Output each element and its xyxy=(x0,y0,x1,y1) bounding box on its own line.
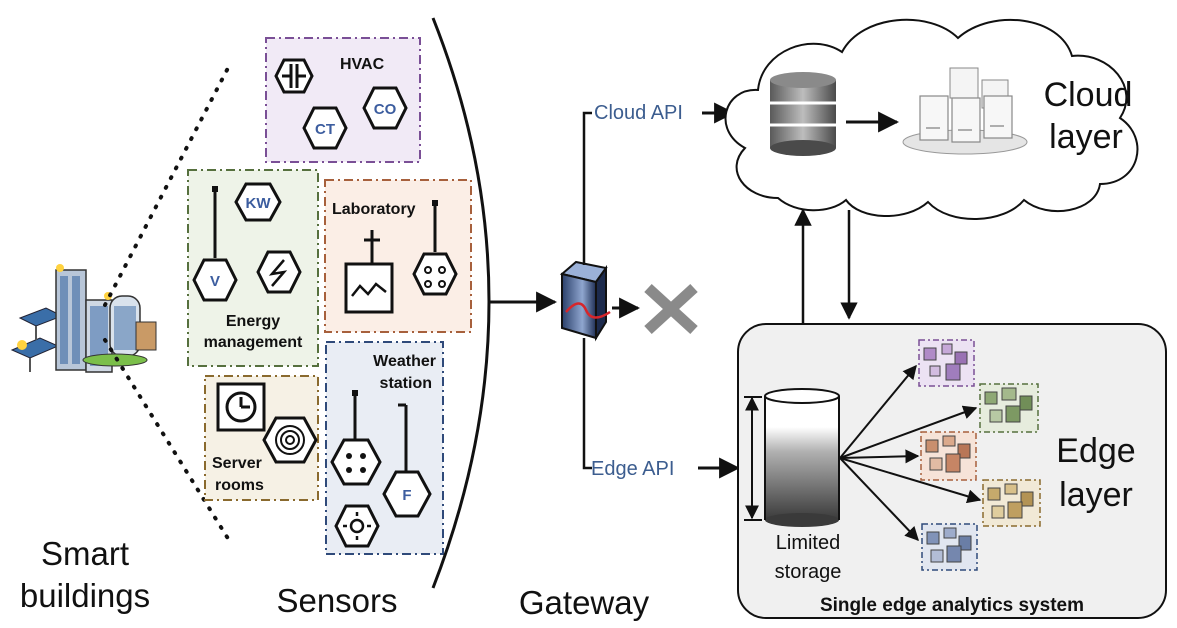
kw-sensor-label: KW xyxy=(246,195,272,212)
weather-title-2: station xyxy=(380,375,432,392)
weather-title-1: Weather xyxy=(373,353,436,370)
sensor-boundary-arc xyxy=(431,17,491,589)
server-title-2: rooms xyxy=(215,477,264,494)
analytics-arrow-4 xyxy=(839,457,982,504)
cloud-api-label: Cloud API xyxy=(594,102,683,124)
cloud-layer-label-2: layer xyxy=(1049,118,1123,156)
analytics-module-hvac xyxy=(918,339,975,387)
analytics-arrow-5 xyxy=(839,457,919,542)
energy-title-2: management xyxy=(204,334,303,351)
laboratory-title: Laboratory xyxy=(332,201,416,218)
v-sensor-label: V xyxy=(210,273,220,290)
fan-line-top xyxy=(103,66,230,307)
edge-layer-label-1: Edge xyxy=(1056,432,1135,470)
cloud-api-line xyxy=(582,111,592,265)
f-sensor-icon xyxy=(382,470,432,518)
f-sensor-label: F xyxy=(402,487,411,504)
database-icon xyxy=(770,72,836,156)
energy-title-1: Energy xyxy=(226,313,280,330)
energy-group: KW V Energy management xyxy=(187,169,319,367)
edge-system-label: Single edge analytics system xyxy=(820,595,1084,616)
smart-buildings-label-1: Smart xyxy=(41,535,129,572)
sensors-label: Sensors xyxy=(276,582,397,619)
limited-storage-label-1: Limited xyxy=(776,532,840,554)
co-sensor-icon xyxy=(362,86,408,130)
lab-liquid-sensor-icon xyxy=(412,252,458,296)
analytics-module-server xyxy=(982,479,1041,527)
valve-sensor-icon xyxy=(274,58,314,94)
analytics-arrow-3 xyxy=(839,449,920,464)
server-cluster-icon xyxy=(902,67,1028,155)
server-rooms-group: Server rooms xyxy=(204,375,319,501)
gateway-label: Gateway xyxy=(519,584,650,621)
analytics-arrow-2 xyxy=(839,405,978,459)
cloud-layer-label-1: Cloud xyxy=(1044,76,1133,114)
edge-api-label: Edge API xyxy=(591,458,674,480)
smart-buildings-icon xyxy=(10,264,157,373)
ct-sensor-label: CT xyxy=(315,121,335,138)
analytics-module-weather xyxy=(921,523,978,571)
blocked-cross-icon xyxy=(644,283,698,335)
fan-line-bottom xyxy=(103,338,234,547)
gateway-icon xyxy=(559,260,611,342)
v-sensor-icon xyxy=(192,258,238,302)
edge-api-line xyxy=(582,338,592,470)
limited-storage-icon xyxy=(764,388,840,527)
ct-sensor-icon xyxy=(302,106,348,150)
weather-group: Weather station F xyxy=(325,341,444,555)
limited-storage-label-2: storage xyxy=(775,561,842,583)
kw-sensor-icon xyxy=(234,182,282,222)
edge-layer-label-2: layer xyxy=(1059,476,1133,514)
analytics-module-energy xyxy=(979,383,1039,433)
analytics-arrow-1 xyxy=(839,364,917,459)
analytics-module-lab xyxy=(920,431,977,481)
smart-buildings-label-2: buildings xyxy=(20,577,150,614)
rain-sensor-icon xyxy=(330,438,382,486)
hvac-group: HVAC CT CO xyxy=(265,37,421,163)
laboratory-group: Laboratory xyxy=(324,179,472,333)
server-title-1: Server xyxy=(212,455,262,472)
co-sensor-label: CO xyxy=(374,101,397,118)
hvac-title: HVAC xyxy=(340,56,385,73)
lab-meter-icon xyxy=(344,262,394,314)
sun-sensor-icon xyxy=(334,504,380,548)
humidity-sensor-icon xyxy=(262,416,318,464)
